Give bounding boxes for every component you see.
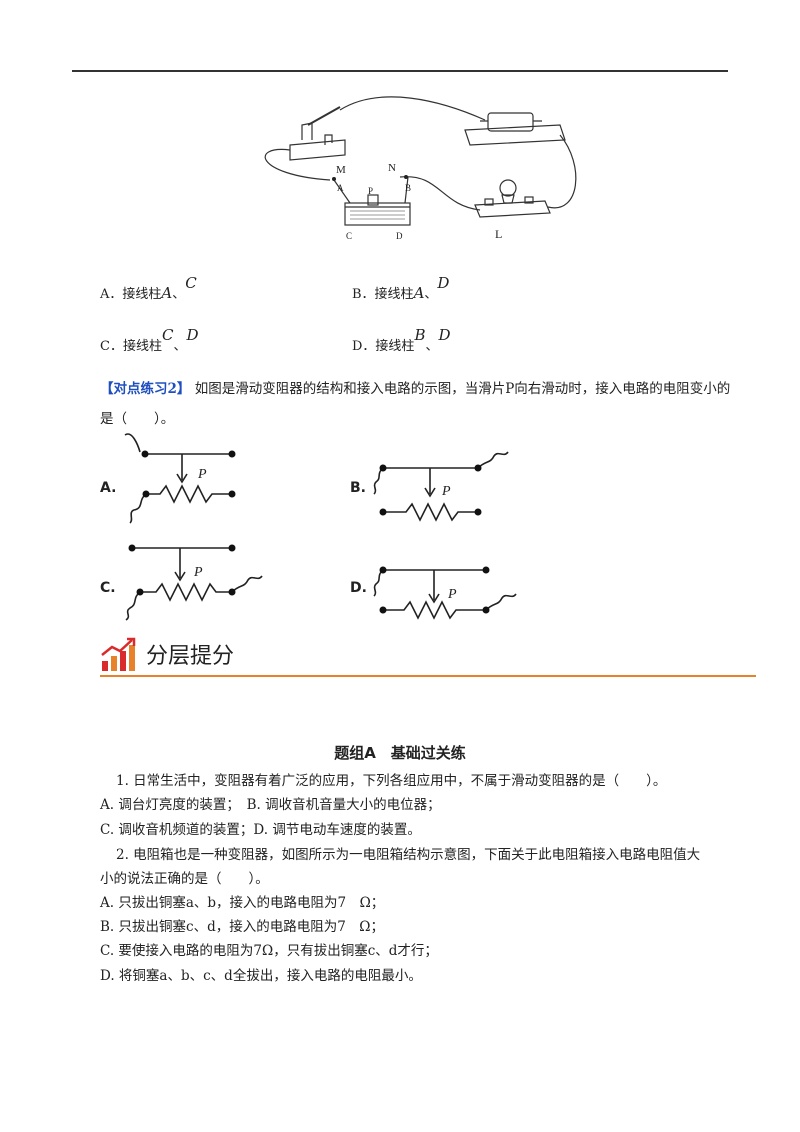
group-a-line-9: D. 将铜塞a、b、c、d全拔出，接入电路的电阻最小。 xyxy=(100,968,422,984)
practice-text: 如图是滑动变阻器的结构和接入电路的示图，当滑片P向右滑动时，接入电路的电阻变小的… xyxy=(100,381,731,427)
diagram-b-slider-label: P xyxy=(441,484,451,499)
option-a[interactable]: A．接线柱A、C xyxy=(100,274,197,302)
circuit-diagram: M N A P B C D L xyxy=(264,96,577,241)
diagram-b-label: B. xyxy=(350,480,366,496)
group-a-line-8: C. 要使接入电路的电阻为7Ω，只有拔出铜塞c、d才行； xyxy=(100,943,438,959)
top-rule xyxy=(72,70,728,72)
circuit-label-b: B xyxy=(405,183,411,193)
rheostat-diagram-c[interactable]: P xyxy=(118,540,268,625)
circuit-label-c: C xyxy=(346,231,352,241)
group-a-line-5: 小的说法正确的是（ ）。 xyxy=(100,871,269,887)
banner-rule xyxy=(100,675,756,677)
diagram-c-slider-label: P xyxy=(193,565,203,580)
rheostat-diagram-d[interactable]: P xyxy=(368,560,528,630)
group-a-title: 题组A 基础过关练 xyxy=(334,744,466,762)
group-a-line-1: 1. 日常生活中，变阻器有着广泛的应用，下列各组应用中，不属于滑动变阻器的是（ … xyxy=(116,773,667,789)
circuit-label-m: M xyxy=(336,164,346,176)
growth-chart-icon xyxy=(101,637,136,671)
diagram-a-label: A. xyxy=(100,480,117,496)
rheostat-diagram-a[interactable]: P xyxy=(120,430,250,525)
group-a-line-2: A. 调台灯亮度的装置； B. 调收音机音量大小的电位器； xyxy=(100,797,441,813)
circuit-label-d: D xyxy=(396,231,403,241)
group-a-line-3: C. 调收音机频道的装置；D. 调节电动车速度的装置。 xyxy=(100,822,421,838)
group-a-line-6: A. 只拔出铜塞a、b，接入的电路电阻为7 Ω； xyxy=(100,895,385,911)
option-c[interactable]: C．接线柱C、D xyxy=(100,326,199,354)
circuit-label-p: P xyxy=(368,186,373,196)
option-d[interactable]: D．接线柱B、D xyxy=(352,326,451,354)
diagram-c-label: C. xyxy=(100,580,116,596)
group-a-line-7: B. 只拔出铜塞c、d，接入的电路电阻为7 Ω； xyxy=(100,919,384,935)
diagram-a-slider-label: P xyxy=(197,467,207,482)
group-a-line-4: 2. 电阻箱也是一种变阻器，如图所示为一电阻箱结构示意图，下面关于此电阻箱接入电… xyxy=(116,847,701,863)
section-banner-title: 分层提分 xyxy=(146,644,235,669)
practice-question-2: 【对点练习2】 如图是滑动变阻器的结构和接入电路的示图，当滑片P向右滑动时，接入… xyxy=(100,374,740,434)
circuit-label-l: L xyxy=(495,227,502,241)
diagram-d-label: D. xyxy=(350,580,367,596)
option-b[interactable]: B．接线柱A、D xyxy=(352,274,450,302)
circuit-label-n: N xyxy=(388,162,396,174)
diagram-d-slider-label: P xyxy=(447,587,457,602)
rheostat-diagram-b[interactable]: P xyxy=(368,448,518,523)
practice-tag: 【对点练习2】 xyxy=(100,381,191,397)
circuit-label-a: A xyxy=(337,183,344,193)
